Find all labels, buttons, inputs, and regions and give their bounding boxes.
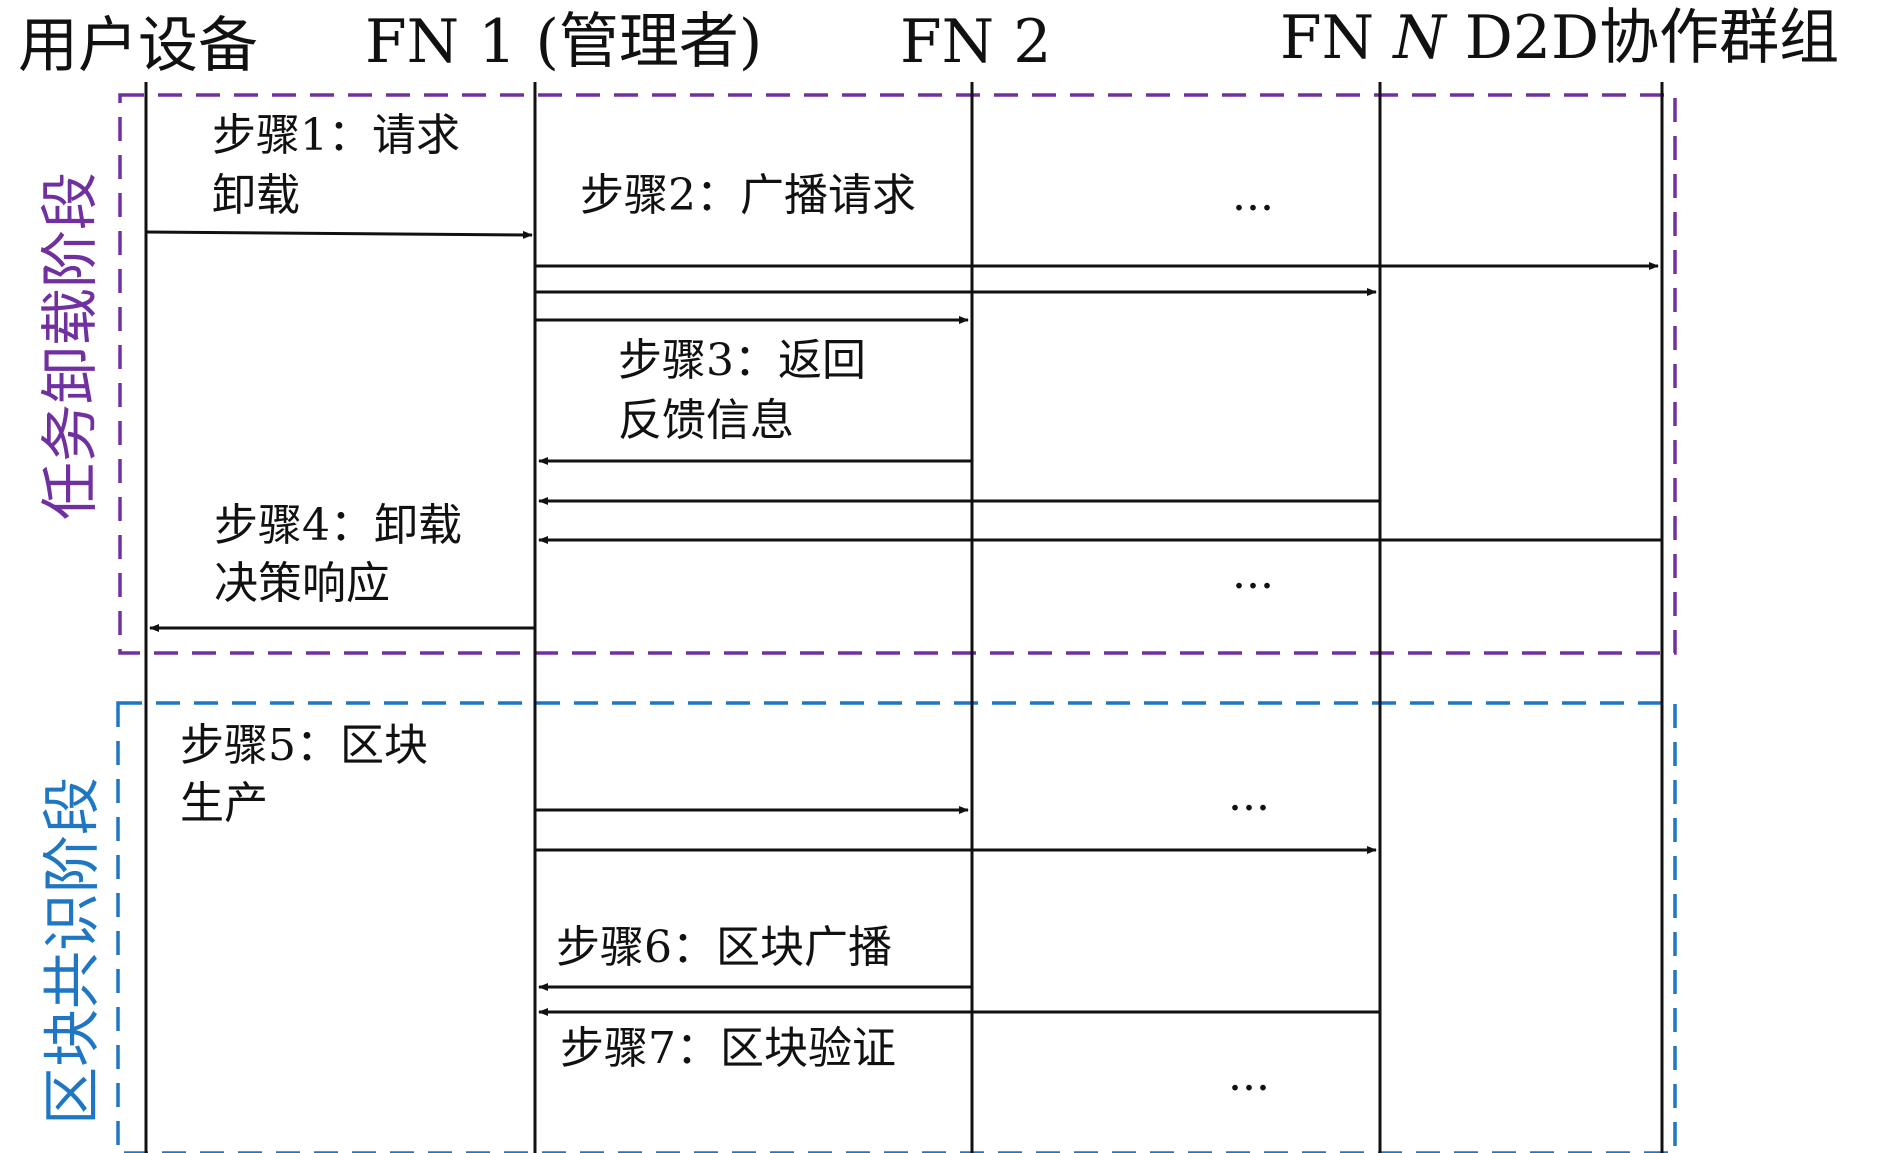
ellipsis-step4: ... [1232, 548, 1274, 599]
step1-label-line1: 步骤1：请求 [212, 110, 460, 161]
step3-label-line1: 步骤3：返回 [618, 335, 866, 386]
participant-fn2: FN 2 [900, 7, 1051, 77]
participant-fn1-manager: FN 1 (管理者) [365, 7, 762, 77]
offload-phase-label: 任务卸载阶段 [36, 172, 104, 520]
consensus-phase-label: 区块共识阶段 [38, 777, 106, 1125]
step1-label-line2: 卸载 [212, 170, 300, 221]
step4-label-line1: 步骤4：卸载 [214, 500, 462, 551]
step2-label: 步骤2：广播请求 [580, 170, 916, 221]
arrow-step1-request [145, 230, 533, 239]
step5-label-line2: 生产 [180, 778, 268, 829]
participant-fnn-d2d-group: FN N D2D协作群组 [1280, 3, 1839, 73]
participant-user-device: 用户设备 [18, 11, 258, 81]
offload-phase-box [118, 93, 1677, 655]
ellipsis-step5: ... [1228, 770, 1270, 821]
step5-label-line1: 步骤5：区块 [180, 720, 428, 771]
ellipsis-step2: ... [1232, 170, 1274, 221]
step7-label: 步骤7：区块验证 [560, 1023, 896, 1074]
consensus-phase-box [116, 701, 1677, 1153]
step3-label-line2: 反馈信息 [618, 395, 794, 446]
step6-label: 步骤6：区块广播 [556, 922, 892, 973]
ellipsis-step7: ... [1228, 1050, 1270, 1101]
step4-label-line2: 决策响应 [214, 558, 390, 609]
